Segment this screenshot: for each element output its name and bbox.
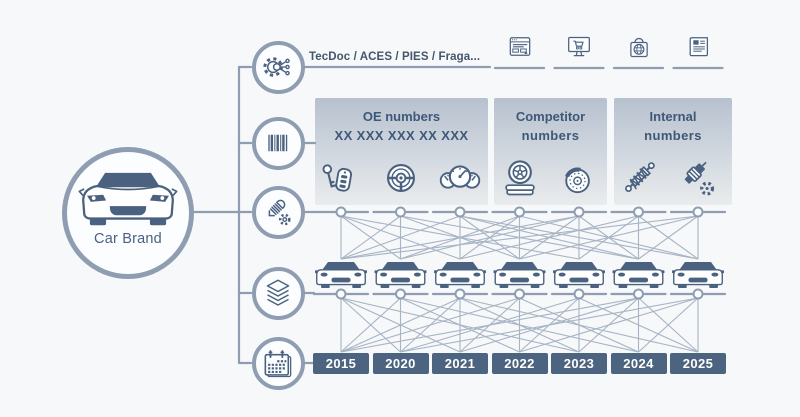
year-badge: 2024 [610,353,667,374]
dashboard-gauges-icon [437,155,483,201]
graph-node [573,288,585,300]
internal-numbers-box: Internal numbers [614,98,732,205]
competitor-numbers-title: Competitor [515,109,586,124]
graph-node [395,288,406,300]
sidebar-node-integration [251,40,305,94]
graph-node [514,206,525,218]
oe-numbers-title: OE numbers [362,109,441,124]
tire-icon [497,155,543,201]
car-year-link [638,297,699,353]
part-car-link [400,215,580,260]
graph-node [692,288,704,300]
year-badge: 2022 [491,353,548,374]
sidebar-node-layers [251,266,305,320]
graph-node [633,288,644,300]
graph-node [454,206,466,218]
car-year-link [340,297,639,353]
car-year-link [519,297,699,353]
year-badge: 2023 [551,353,607,374]
part-car-link [340,215,401,260]
competitor-numbers-box: Competitor numbers [494,98,607,205]
catalog-icon [683,30,713,63]
part-car-link [459,215,639,260]
car-icon [553,261,605,289]
part-car-link [340,215,580,260]
brand-label: Car Brand [94,231,162,247]
internal-numbers-subtitle: numbers [644,127,702,143]
car-icon [374,261,427,289]
year-badge: 2020 [372,353,429,374]
part-car-link [340,215,461,260]
part-car-link [638,215,699,260]
year-badge: 2025 [670,353,726,374]
graph-node [454,288,466,300]
shock-absorber-icon [616,155,662,201]
car-year-link [340,297,401,353]
graph-node [395,206,406,218]
competitor-numbers-subtitle: numbers [521,127,580,143]
graph-node [514,288,525,300]
part-car-link [519,215,699,260]
car-icon [612,261,665,289]
data-standards-label: TecDoc / ACES / PIES / Fraga... [309,51,481,63]
sidebar-node-calendar [251,336,305,390]
graph-node [692,206,704,218]
steering-wheel-icon [378,155,424,201]
ecommerce-monitor-icon [564,30,594,63]
bolt-gear-icon [260,194,296,230]
shopping-bag-globe-icon [624,30,654,63]
graph-node [335,206,347,218]
car-front-icon [78,169,178,230]
oe-numbers-mask: XX XXX XXX XX XXX [334,127,469,143]
part-car-link [340,215,699,260]
webpage-icon [505,30,535,63]
car-year-link [340,297,520,353]
spark-plug-icon [675,155,721,201]
car-icon [315,261,367,289]
car-year-link [340,297,461,353]
integration-gear-icon [260,49,296,85]
sidebar-node-parts [251,185,305,239]
car-year-link [400,297,699,353]
car-brand-node: Car Brand [62,147,194,279]
year-badge: 2015 [313,353,369,374]
internal-numbers-title: Internal [649,109,697,124]
barcode-icon [260,125,296,161]
layers-icon [260,275,296,311]
graph-node [335,288,347,300]
car-icon [672,261,724,289]
calendar-icon [259,344,297,382]
car-keys-icon [318,155,364,201]
graph-node [573,206,585,218]
car-icon [434,261,486,289]
year-badge: 2021 [432,353,488,374]
graph-node [633,206,644,218]
sidebar-node-barcode [251,116,305,170]
brake-disc-icon [556,155,602,201]
car-icon [493,261,546,289]
